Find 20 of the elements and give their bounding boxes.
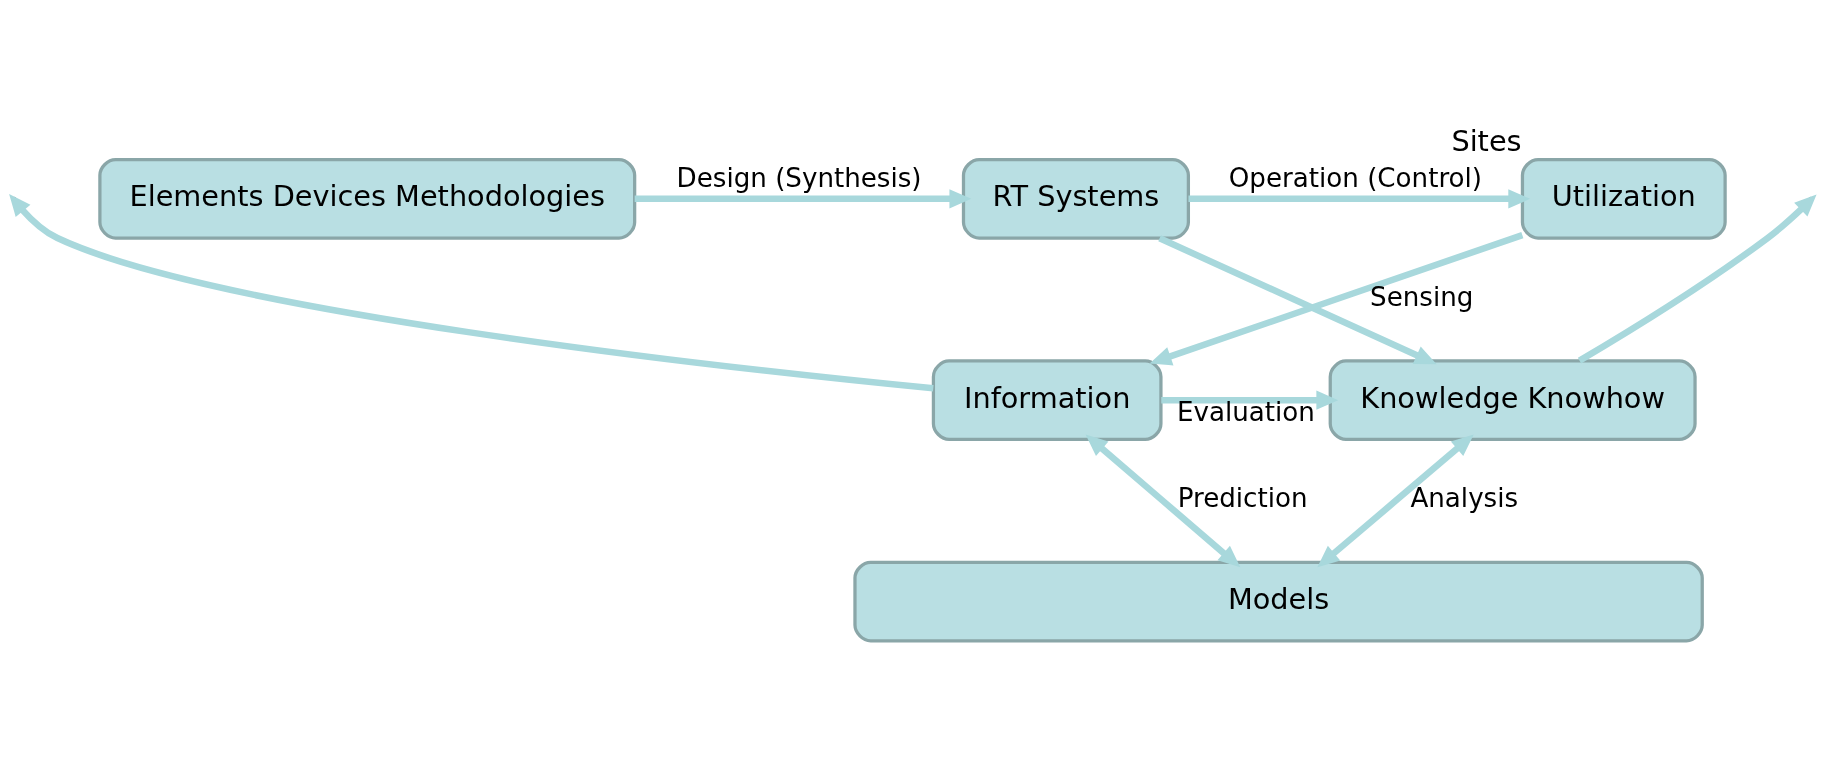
edge-label: Sensing	[1370, 282, 1474, 313]
edge-label: Evaluation	[1177, 397, 1315, 428]
node-box: RT Systems	[961, 157, 1190, 240]
node-box: Information	[931, 359, 1163, 442]
arrow	[634, 189, 972, 209]
arrow	[1149, 232, 1524, 366]
edge-label: Design (Synthesis)	[676, 163, 922, 194]
arrow	[1158, 235, 1437, 365]
node-box: Elements Devices Methodologies	[98, 157, 637, 240]
arrow	[1085, 434, 1241, 568]
node-box: Models	[853, 560, 1704, 643]
edge-label: Prediction	[1177, 483, 1308, 514]
arrow	[1317, 434, 1474, 568]
arrow	[1188, 189, 1531, 209]
node-box: Utilization	[1520, 157, 1727, 240]
edge-label: Analysis	[1410, 483, 1519, 514]
arrow	[1161, 390, 1339, 410]
node-box: Knowledge Knowhow	[1328, 359, 1697, 442]
node-label: Sites	[1451, 124, 1522, 159]
edge-label: Operation (Control)	[1228, 163, 1483, 194]
